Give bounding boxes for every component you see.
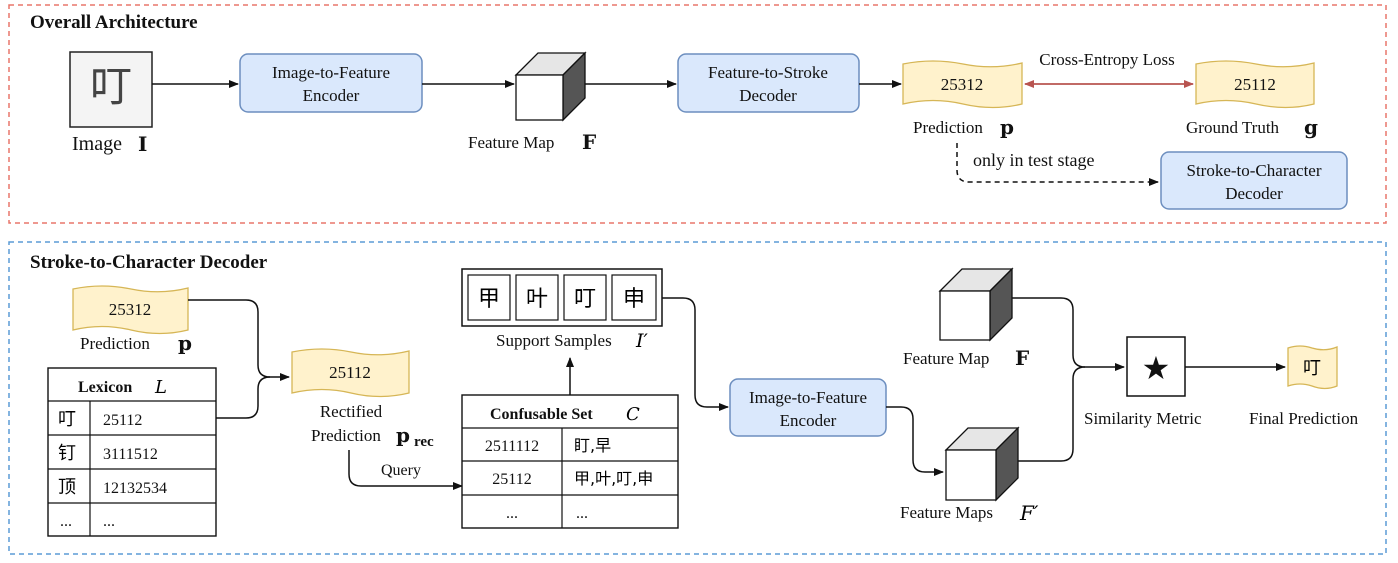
rectified-value: 25112 (329, 363, 371, 382)
input-image-glyph: 叮 (90, 62, 132, 111)
support-sample-char: 甲 (478, 287, 500, 312)
final-prediction-label: Final Prediction (1249, 409, 1359, 428)
confusable-symbol: C (626, 404, 640, 425)
support-sample-char: 叮 (574, 287, 596, 312)
support-sample-box (563, 274, 607, 321)
encoder-label-line1: Image-to-Feature (272, 63, 390, 82)
support-sample-char: 申 (623, 287, 645, 312)
s2c-box-line1: Stroke-to-Character (1187, 161, 1322, 180)
s2c-feature-maps-cube-icon (944, 426, 1020, 502)
s2c-feature-map-label: Feature Map (903, 349, 989, 368)
rectified-label-line1: Rectified (320, 402, 383, 421)
feature-map-symbol: F (582, 130, 596, 154)
image-symbol: I (138, 132, 147, 156)
arrow-feature-maps-to-similarity (1018, 366, 1086, 462)
lexicon-row-code: 3111512 (103, 446, 158, 463)
ground-truth-symbol: g (1304, 115, 1318, 139)
lexicon-row-code: ... (103, 513, 115, 530)
lexicon-row-char: ... (60, 513, 72, 530)
confusable-row-code: 2511112 (485, 438, 539, 455)
prediction-value: 25312 (941, 75, 984, 94)
s2c-title: Stroke-to-Character Decoder (30, 252, 268, 273)
ground-truth-label: Ground Truth (1186, 118, 1280, 137)
decoder-label-line2: Decoder (739, 86, 797, 105)
stroke-to-character-decoder-box (1160, 151, 1348, 210)
confusable-row-code: ... (506, 505, 518, 522)
s2c-prediction-value: 25312 (109, 300, 152, 319)
arrow-feature-map-to-similarity (1012, 297, 1125, 371)
lexicon-row-code: 25112 (103, 412, 142, 429)
support-sample-box (467, 274, 511, 321)
s2c-encoder-line1: Image-to-Feature (749, 388, 867, 407)
feature-to-stroke-decoder (677, 53, 860, 113)
prediction-label: Prediction (913, 118, 983, 137)
confusable-row-chars: 甲,叶,叮,申 (574, 469, 653, 488)
rectified-symbol: p (396, 423, 410, 447)
arrow-encoder-to-feature-maps (886, 406, 944, 476)
ground-truth-tag (1195, 60, 1315, 109)
lexicon-row-code: 12132534 (103, 480, 167, 497)
confusable-set-table (461, 394, 679, 529)
test-stage-arrow (956, 143, 1159, 186)
confusable-row-chars: 盯,早 (574, 436, 611, 455)
lexicon-title: Lexicon (78, 379, 132, 396)
confusable-row-code: 25112 (492, 471, 531, 488)
arrow-support-to-encoder (662, 297, 729, 411)
s2c-feature-maps-label: Feature Maps (900, 503, 993, 522)
s2c-prediction-tag (72, 285, 189, 335)
star-icon: ★ (1142, 349, 1171, 387)
support-sample-char: 叶 (526, 287, 548, 312)
feature-map-cube-icon (514, 51, 587, 122)
prediction-tag (902, 60, 1023, 109)
s2c-feature-map-symbol: F (1015, 346, 1029, 370)
rectified-symbol-subscript: rec (414, 434, 434, 450)
final-prediction-char: 叮 (1303, 358, 1321, 379)
lexicon-symbol: L (154, 377, 167, 398)
query-label: Query (381, 462, 421, 479)
s2c-prediction-label: Prediction (80, 334, 150, 353)
overall-section-border (8, 4, 1387, 224)
image-to-feature-encoder (239, 53, 423, 113)
s2c-prediction-symbol: p (178, 331, 192, 355)
test-stage-label: only in test stage (973, 150, 1094, 170)
lexicon-table (47, 367, 217, 537)
support-sample-box (611, 274, 657, 321)
lexicon-row-char: 钉 (58, 443, 76, 464)
arrow-lexicon-to-rectified (216, 376, 271, 419)
overall-title: Overall Architecture (30, 12, 198, 33)
loss-label: Cross-Entropy Loss (1039, 50, 1175, 69)
s2c-encoder-line2: Encoder (780, 411, 837, 430)
similarity-metric-label: Similarity Metric (1084, 409, 1202, 428)
query-arrow (348, 450, 463, 490)
s2c-box-line2: Decoder (1225, 184, 1283, 203)
prediction-symbol: p (1000, 115, 1014, 139)
confusable-title: Confusable Set (490, 406, 593, 423)
lexicon-row-char: 顶 (58, 477, 76, 498)
decoder-label-line1: Feature-to-Stroke (708, 63, 828, 82)
ground-truth-value: 25112 (1234, 75, 1276, 94)
final-prediction-tag (1287, 345, 1338, 390)
input-image (69, 51, 153, 128)
lexicon-row-char: 叮 (58, 409, 76, 430)
s2c-feature-map-cube-icon (938, 267, 1014, 342)
image-label: Image (72, 133, 122, 155)
arrow-prediction-to-rectified (188, 299, 290, 381)
support-samples-label: Support Samples (496, 331, 612, 350)
encoder-label-line2: Encoder (303, 86, 360, 105)
similarity-metric-box (1126, 336, 1186, 397)
s2c-section-border (8, 241, 1387, 555)
rectified-prediction-tag (291, 348, 410, 398)
s2c-feature-maps-symbol: F′ (1019, 501, 1039, 525)
rectified-label-line2: Prediction (311, 426, 381, 445)
support-samples-symbol: I′ (635, 330, 649, 352)
feature-map-label: Feature Map (468, 133, 554, 152)
support-sample-box (515, 274, 559, 321)
confusable-row-chars: ... (576, 505, 588, 522)
